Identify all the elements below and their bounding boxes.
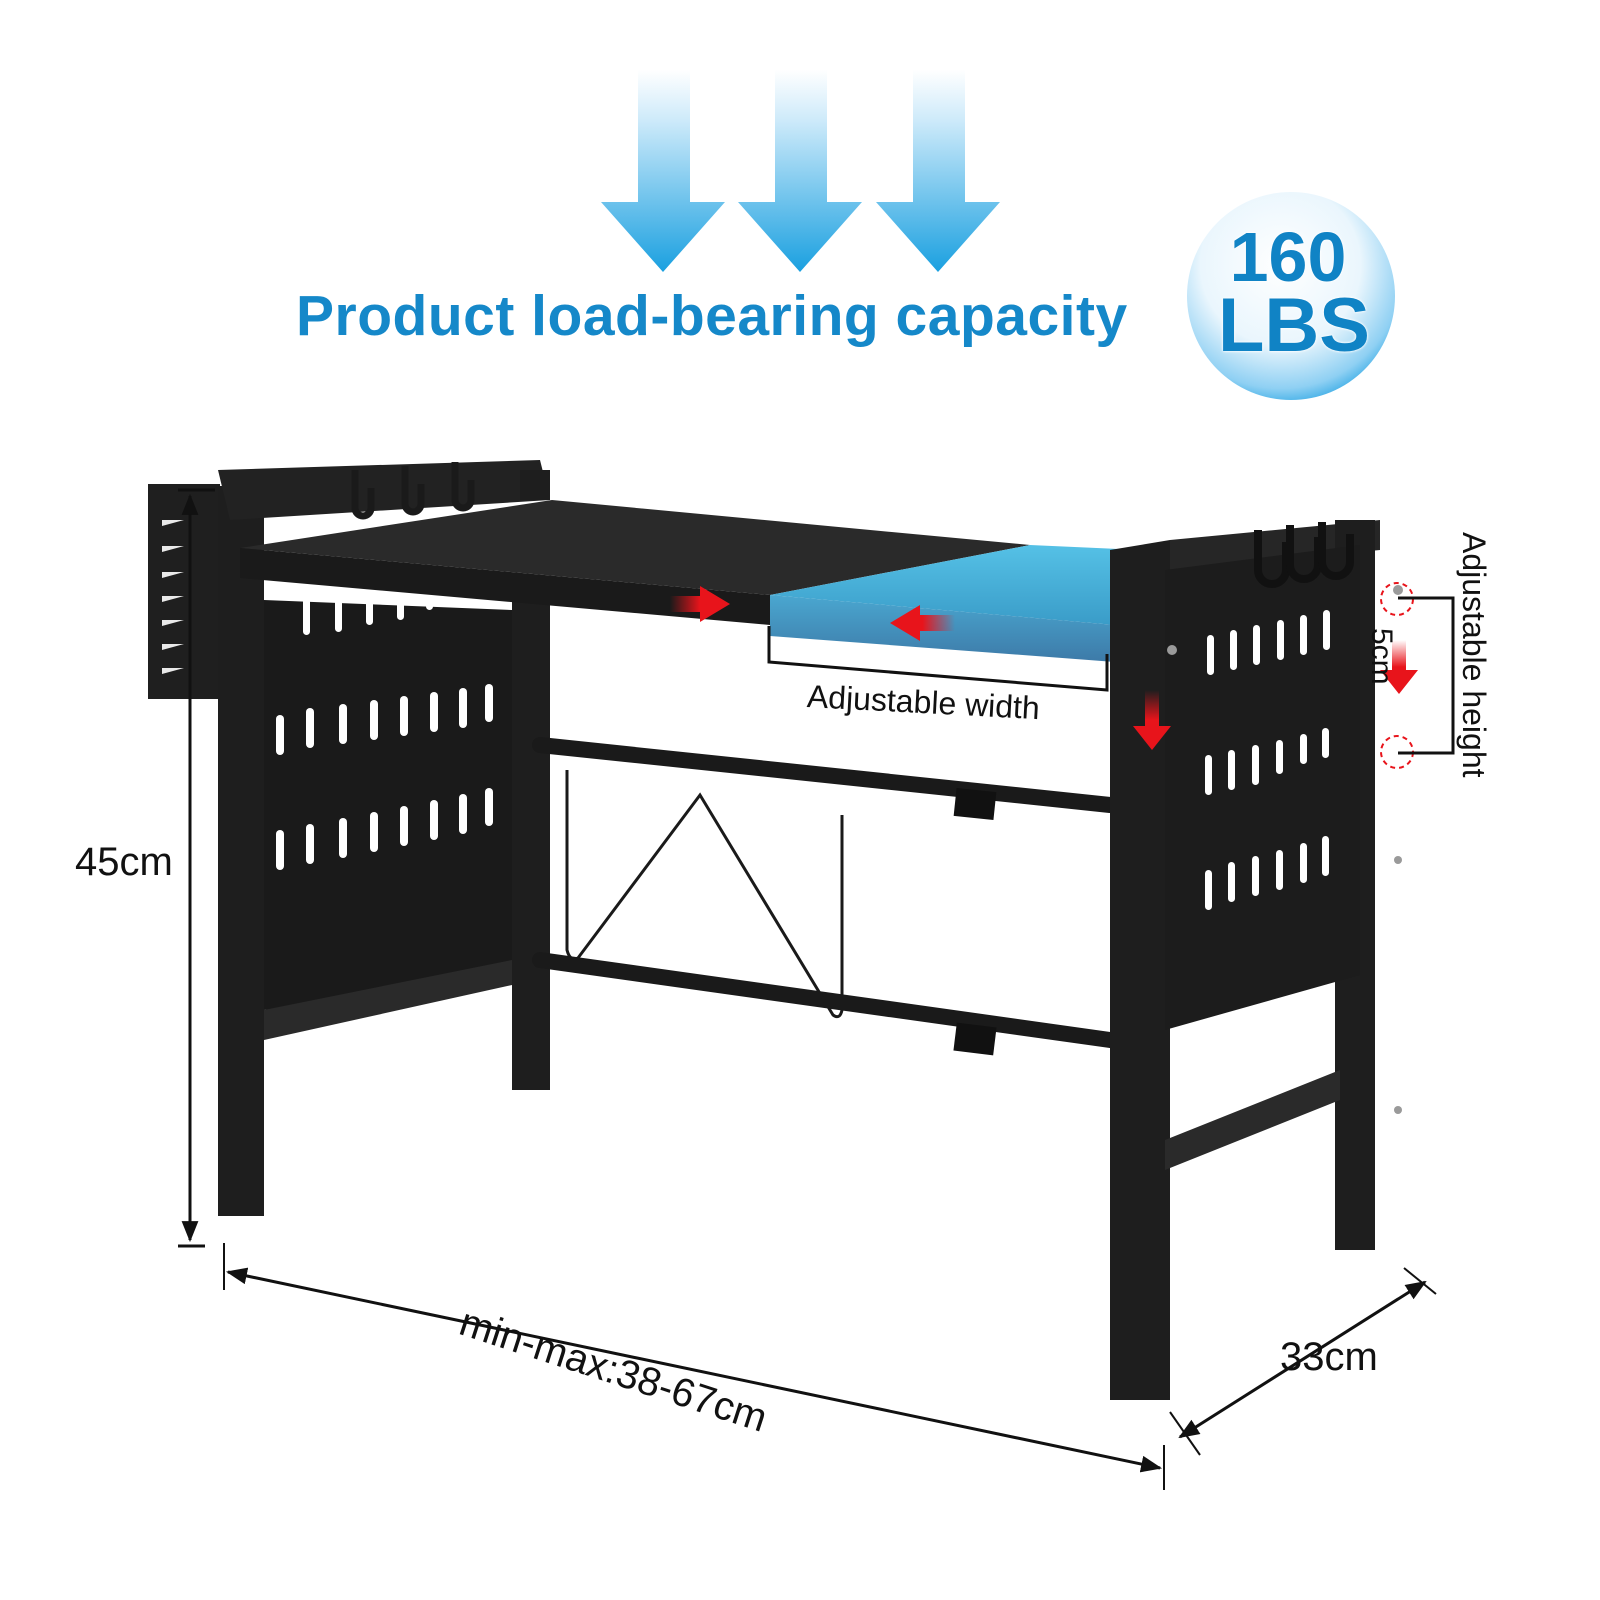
- arrow-left-icon: [890, 605, 955, 641]
- headline: Product load-bearing capacity: [296, 284, 1128, 348]
- height-label: 45cm: [75, 840, 173, 884]
- arrow-down-icon: [1380, 640, 1418, 694]
- right-frame: [1110, 520, 1380, 1400]
- wire-stand: [565, 770, 844, 1019]
- load-arrows: [601, 70, 1000, 272]
- left-frame: [218, 460, 550, 1216]
- capacity-value: 160: [1229, 218, 1347, 296]
- arrow-down-icon: [601, 70, 725, 272]
- capacity-unit: LBS: [1218, 283, 1370, 368]
- arrow-down-icon: [738, 70, 862, 272]
- depth-label: 33cm: [1280, 1335, 1378, 1379]
- capacity-badge-circle: [1187, 192, 1395, 400]
- hooks-left: [351, 462, 475, 520]
- width-dimension: [223, 1243, 1165, 1490]
- arrow-down-icon: [876, 70, 1000, 272]
- capacity-badge: 160 LBS: [1183, 210, 1393, 388]
- shelf-black: [240, 500, 1030, 625]
- depth-dimension: [1169, 1267, 1437, 1456]
- cross-bars: [532, 737, 1118, 1056]
- right-panel-slots: [1205, 610, 1330, 910]
- arrow-down-icon: [1133, 690, 1171, 750]
- width-bracket: [767, 626, 1109, 692]
- adjustable-height-label: Adjustable height: [1456, 532, 1492, 778]
- arrow-right-icon: [670, 586, 730, 622]
- height-dimension: [178, 488, 215, 1248]
- side-storage-box: [148, 484, 220, 699]
- height-step-label: 5cm: [1365, 628, 1398, 685]
- hooks-right: [1254, 522, 1354, 588]
- screws: [1167, 585, 1403, 1114]
- height-step-marker: [1380, 582, 1455, 769]
